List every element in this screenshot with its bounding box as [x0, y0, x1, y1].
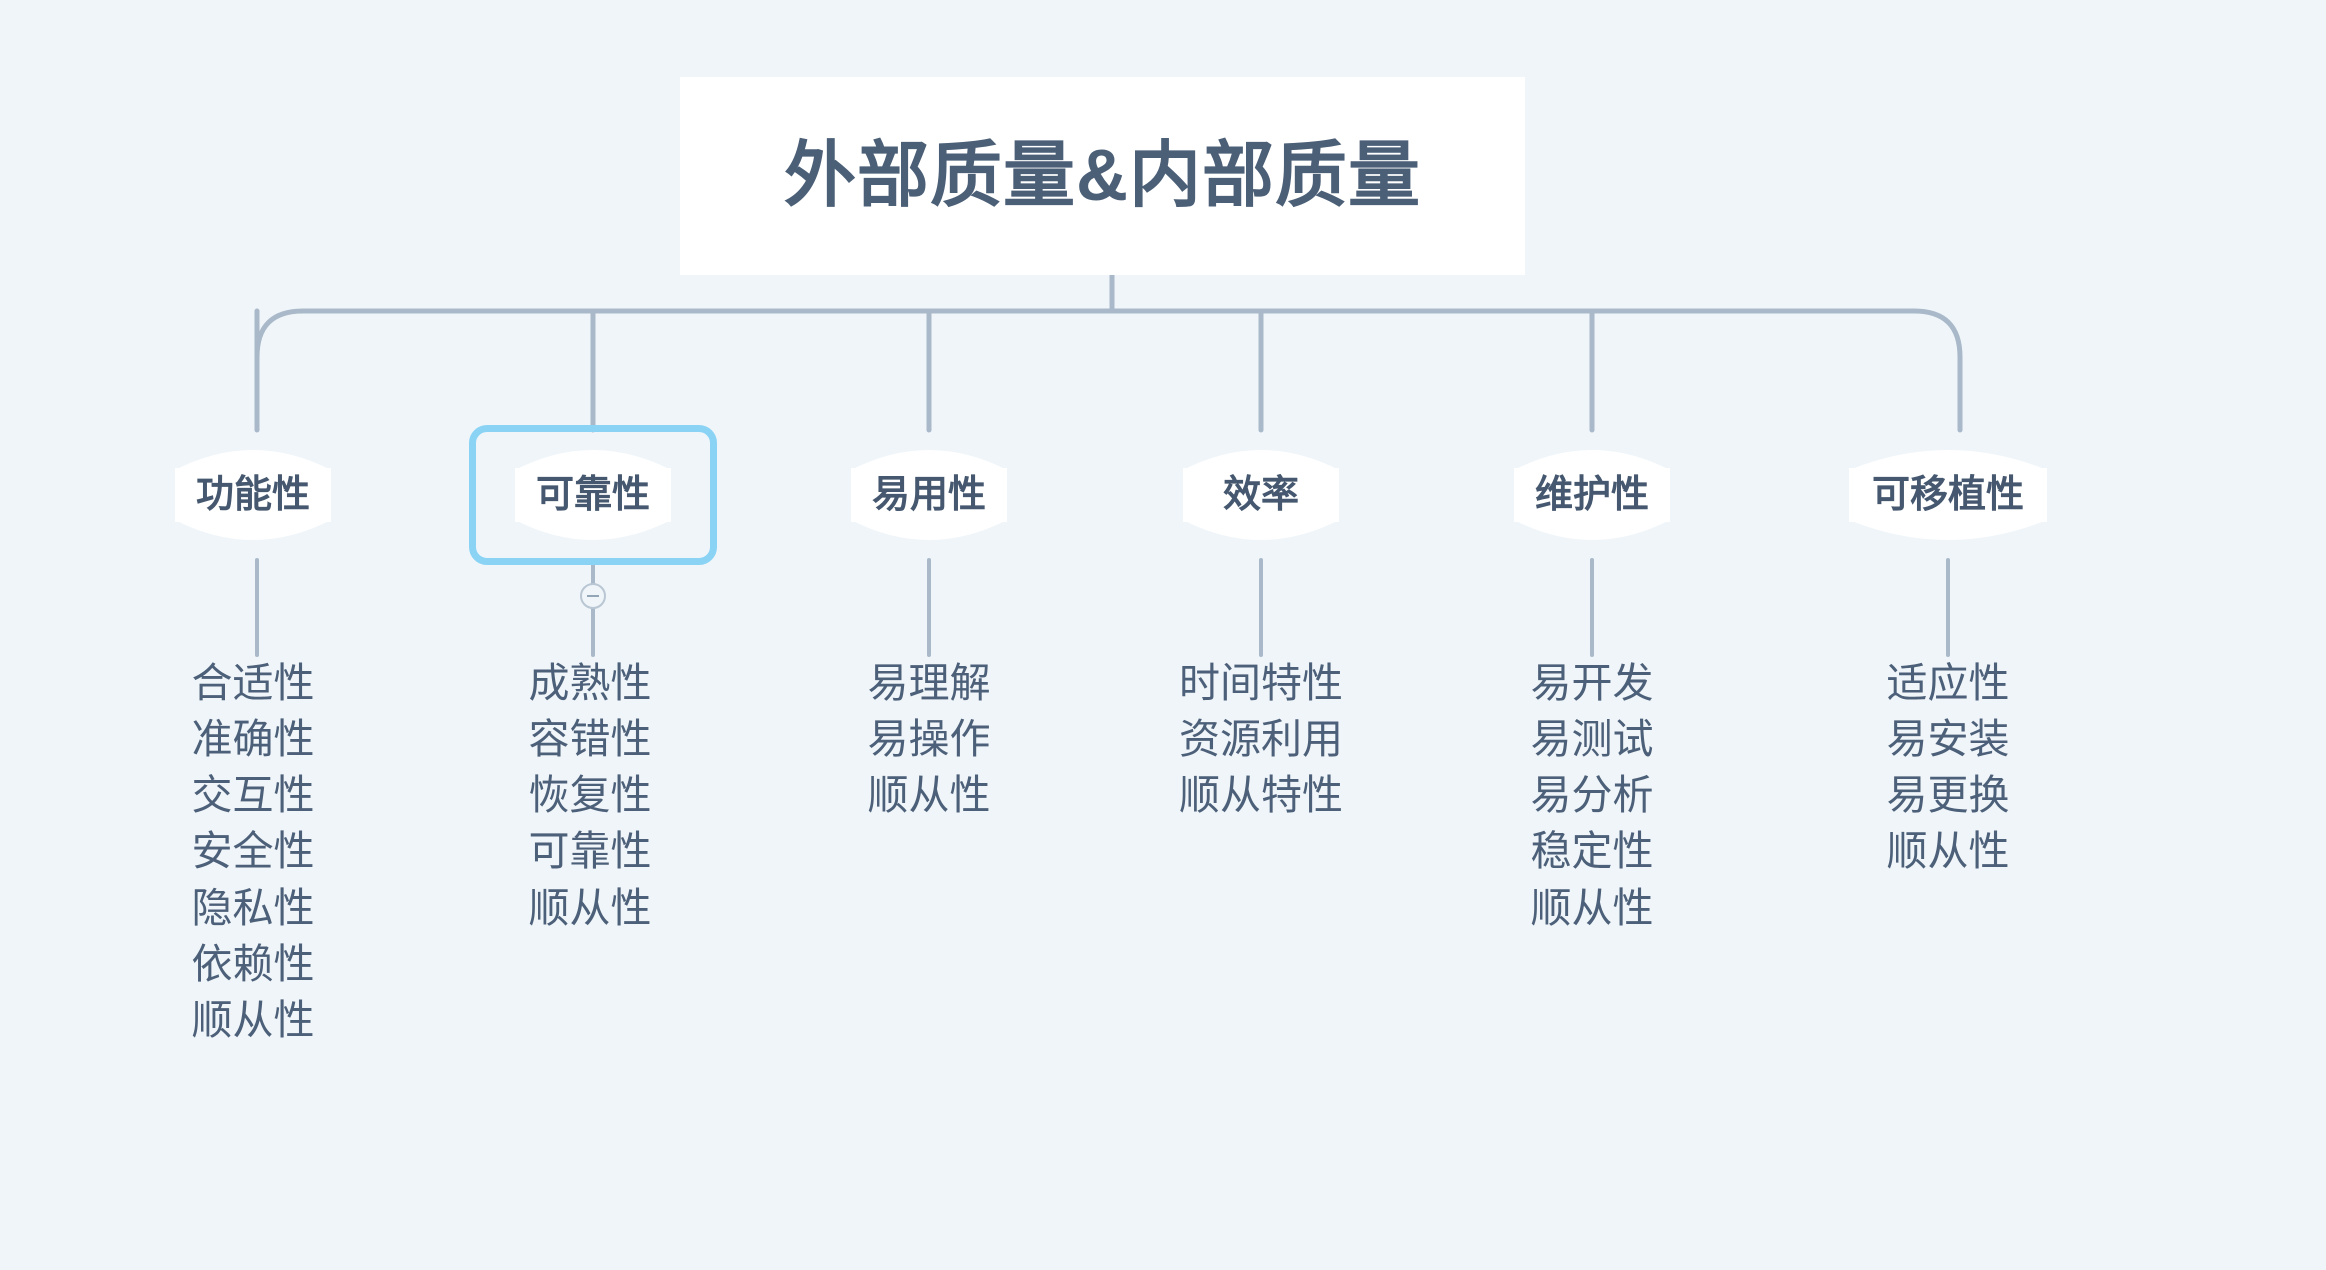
leaf-list-usability: 易理解 易操作 顺从性 — [868, 655, 991, 823]
leaf-item[interactable]: 容错性 — [528, 716, 652, 763]
leaf-item[interactable]: 可靠性 — [528, 828, 652, 875]
leaf-item[interactable]: 成熟性 — [528, 660, 652, 706]
leaf-item[interactable]: 依赖性 — [191, 940, 315, 987]
leaf-item[interactable]: 恢复性 — [528, 772, 652, 819]
leaf-item[interactable]: 时间特性 — [1179, 660, 1343, 706]
leaf-item[interactable]: 易开发 — [1530, 660, 1654, 706]
leaf-list-maintainability: 易开发 易测试 易分析 稳定性 顺从性 — [1531, 655, 1654, 936]
branch-node-efficiency[interactable]: 效率 — [1175, 430, 1347, 560]
branch-node-label: 可移植性 — [1871, 474, 2024, 516]
branch-node-reliability[interactable]: 可靠性 — [507, 430, 679, 560]
lens-shape-icon — [1514, 450, 1670, 540]
leaf-item[interactable]: 易理解 — [867, 660, 991, 706]
root-node-label: 外部质量&内部质量 — [784, 136, 1421, 216]
leaf-item[interactable]: 合适性 — [191, 660, 315, 706]
leaf-item[interactable]: 资源利用 — [1179, 716, 1343, 763]
leaf-item[interactable]: 易更换 — [1886, 772, 2010, 819]
leaf-list-reliability: 成熟性 容错性 恢复性 可靠性 顺从性 — [529, 655, 652, 936]
leaf-item[interactable]: 顺从性 — [1530, 884, 1654, 931]
leaf-item[interactable]: 易分析 — [1530, 772, 1654, 819]
collapse-toggle-reliability[interactable] — [580, 583, 606, 609]
leaf-item[interactable]: 稳定性 — [1530, 828, 1654, 875]
leaf-item[interactable]: 适应性 — [1886, 660, 2010, 706]
branch-node-functionality[interactable]: 功能性 — [167, 430, 339, 560]
leaf-item[interactable]: 顺从性 — [867, 772, 991, 819]
branch-node-label: 功能性 — [195, 474, 310, 516]
lens-shape-icon — [1183, 450, 1339, 540]
lens-shape-icon — [515, 450, 671, 540]
lens-shape-icon — [1849, 450, 2047, 540]
root-node[interactable]: 外部质量&内部质量 — [680, 77, 1525, 275]
lens-shape-icon — [851, 450, 1007, 540]
branch-node-label: 维护性 — [1534, 474, 1649, 516]
leaf-item[interactable]: 顺从性 — [191, 996, 315, 1043]
branch-node-label: 效率 — [1222, 474, 1299, 516]
leaf-item[interactable]: 顺从性 — [1886, 828, 2010, 875]
leaf-item[interactable]: 顺从性 — [528, 884, 652, 931]
branch-node-portability[interactable]: 可移植性 — [1841, 430, 2055, 560]
leaf-item[interactable]: 顺从特性 — [1179, 772, 1343, 819]
lens-shape-icon — [175, 450, 331, 540]
branch-node-label: 易用性 — [871, 474, 986, 516]
leaf-item[interactable]: 易安装 — [1886, 716, 2010, 763]
leaf-item[interactable]: 交互性 — [191, 772, 315, 819]
branch-node-label: 可靠性 — [535, 474, 650, 516]
branch-node-maintainability[interactable]: 维护性 — [1506, 430, 1678, 560]
edge-bus — [254, 308, 1963, 433]
leaf-item[interactable]: 准确性 — [191, 716, 315, 763]
selection-ring-reliability[interactable] — [469, 425, 717, 565]
leaf-item[interactable]: 易测试 — [1530, 716, 1654, 763]
leaf-list-functionality: 合适性 准确性 交互性 安全性 隐私性 依赖性 顺从性 — [192, 655, 315, 1048]
leaf-item[interactable]: 易操作 — [867, 716, 991, 763]
leaf-item[interactable]: 隐私性 — [191, 884, 315, 931]
leaf-list-portability: 适应性 易安装 易更换 顺从性 — [1887, 655, 2010, 880]
leaf-list-efficiency: 时间特性 资源利用 顺从特性 — [1179, 655, 1343, 823]
leaf-item[interactable]: 安全性 — [191, 828, 315, 875]
minus-icon — [587, 595, 599, 597]
branch-node-usability[interactable]: 易用性 — [843, 430, 1015, 560]
